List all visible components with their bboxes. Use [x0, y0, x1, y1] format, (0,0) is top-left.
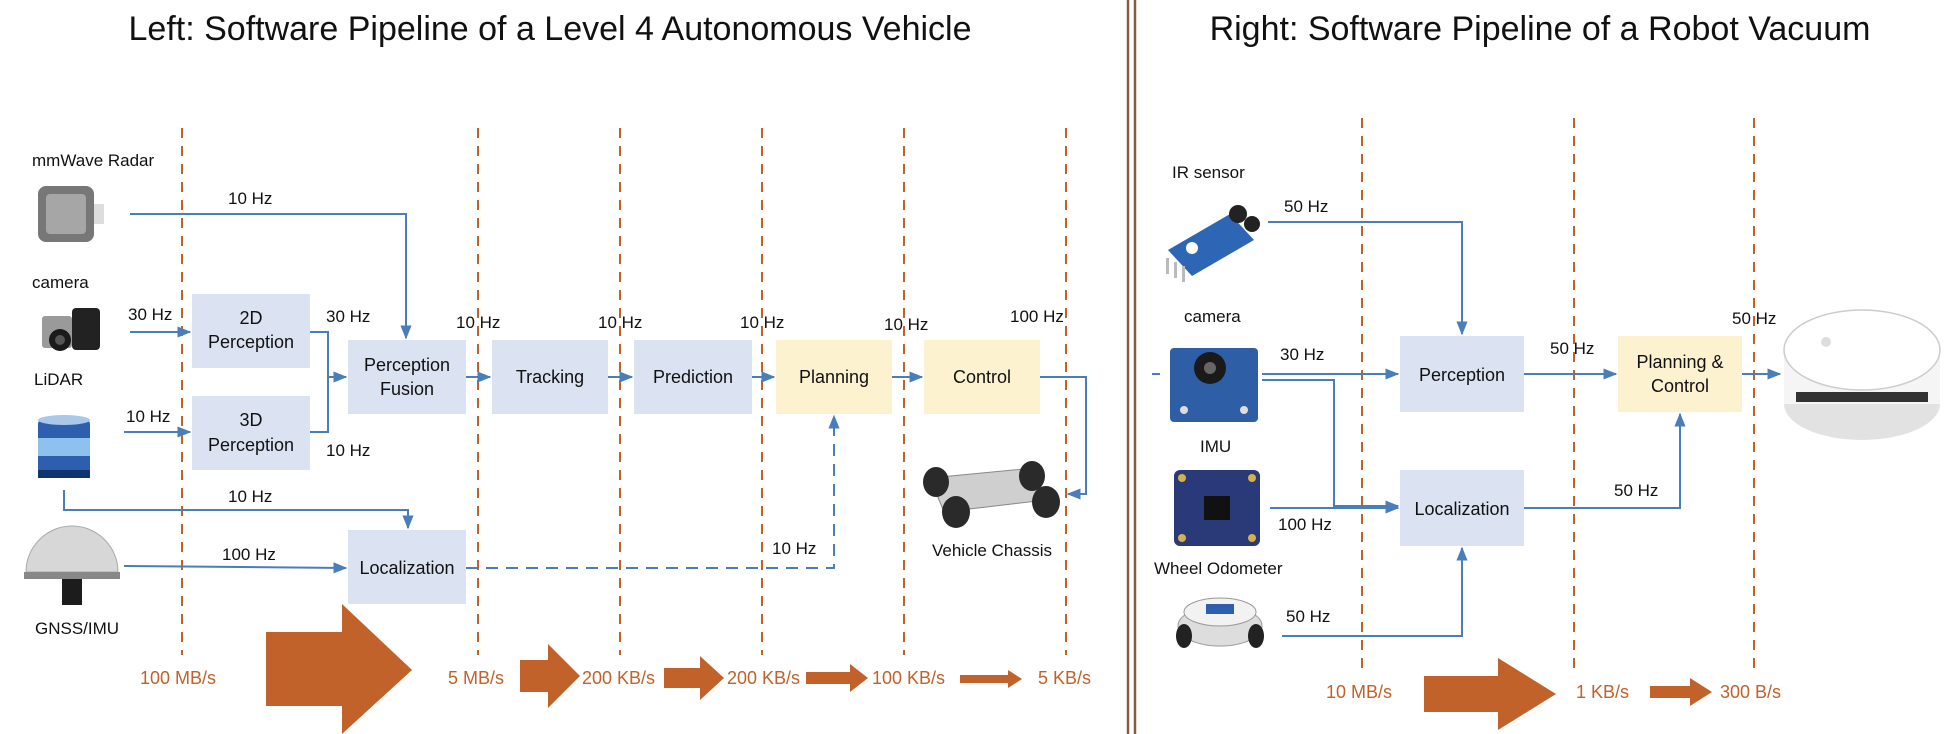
camera-icon: [42, 308, 100, 351]
flow-ir-perception: [1268, 221, 1468, 336]
perception-2d-line1: 2D: [239, 308, 262, 328]
prediction-label: Prediction: [653, 367, 733, 387]
flow-camera-localization: [1262, 379, 1400, 512]
freq-perception-out: 50 Hz: [1550, 339, 1594, 358]
right-stage-lines: [1361, 118, 1755, 670]
tracking-box: [492, 340, 608, 414]
tracking-label: Tracking: [516, 367, 584, 387]
planning-label: Planning: [799, 367, 869, 387]
gnss-label: GNSS/IMU: [35, 619, 119, 638]
freq-imu: 100 Hz: [1278, 515, 1332, 534]
rate-label: 100 KB/s: [872, 668, 945, 688]
vacuum-planning-box: [1618, 336, 1742, 412]
robot-vacuum-icon: [1783, 309, 1941, 440]
flow-lidar-localization: [63, 490, 414, 530]
ir-sensor-label: IR sensor: [1172, 163, 1245, 182]
imu-label: IMU: [1200, 437, 1231, 456]
rate-label: 5 MB/s: [448, 668, 504, 688]
perception-3d-line2: Perception: [208, 435, 294, 455]
localization-box: [348, 530, 466, 604]
perception-3d-line1: 3D: [239, 410, 262, 430]
wheel-odometer-icon: [1176, 597, 1264, 648]
rate-label: 10 MB/s: [1326, 682, 1392, 702]
radar-icon: [38, 186, 104, 242]
rate-label: 1 KB/s: [1576, 682, 1629, 702]
perception-fusion-line1: Perception: [364, 355, 450, 375]
planning-box: [776, 340, 892, 414]
flow-3d-fusion: [310, 377, 329, 433]
perception-2d-line2: Perception: [208, 332, 294, 352]
freq-planning-out: 10 Hz: [884, 315, 928, 334]
freq-loc-plan: 10 Hz: [772, 539, 816, 558]
vacuum-perception-box: [1400, 336, 1524, 412]
flow-localization-planning: [466, 414, 840, 569]
vacuum-planning-line1: Planning &: [1636, 352, 1723, 372]
freq-2d-out: 30 Hz: [326, 307, 370, 326]
freq-fusion-out: 10 Hz: [456, 313, 500, 332]
rate-arrow: [520, 644, 580, 708]
perception-fusion-box: [348, 340, 466, 414]
freq-ir: 50 Hz: [1284, 197, 1328, 216]
rate-label: 5 KB/s: [1038, 668, 1091, 688]
left-title: Left: Software Pipeline of a Level 4 Aut…: [129, 10, 972, 48]
rate-label: 300 B/s: [1720, 682, 1781, 702]
ir-sensor-icon: [1166, 205, 1260, 282]
freq-localization-out: 50 Hz: [1614, 481, 1658, 500]
perception-2d-box: [192, 294, 310, 368]
perception-fusion-line2: Fusion: [380, 379, 434, 399]
rate-label: 200 KB/s: [582, 668, 655, 688]
flow-localization-planning-right: [1524, 412, 1686, 509]
rate-arrow: [960, 670, 1022, 688]
rate-label: 200 KB/s: [727, 668, 800, 688]
camera-label: camera: [32, 273, 89, 292]
gnss-icon: [24, 525, 120, 605]
freq-radar: 10 Hz: [228, 189, 272, 208]
freq-control-out: 100 Hz: [1010, 307, 1064, 326]
vehicle-chassis-label: Vehicle Chassis: [932, 541, 1052, 560]
vacuum-perception-label: Perception: [1419, 365, 1505, 385]
flow-gnss-localization: [123, 562, 348, 574]
vacuum-localization-label: Localization: [1414, 499, 1509, 519]
freq-tracking-out: 10 Hz: [598, 313, 642, 332]
prediction-box: [634, 340, 752, 414]
freq-gnss: 100 Hz: [222, 545, 276, 564]
rate-arrow: [664, 656, 724, 700]
right-camera-label: camera: [1184, 307, 1241, 326]
freq-planning-out-right: 50 Hz: [1732, 309, 1776, 328]
rate-label: 100 MB/s: [140, 668, 216, 688]
rate-arrow: [266, 604, 412, 734]
perception-3d-box: [192, 396, 310, 470]
flow-radar-fusion: [130, 213, 412, 340]
rate-arrow: [806, 664, 868, 692]
vacuum-planning-line2: Control: [1651, 376, 1709, 396]
control-label: Control: [953, 367, 1011, 387]
freq-3d-out: 10 Hz: [326, 441, 370, 460]
lidar-icon: [38, 415, 90, 478]
freq-lidar: 10 Hz: [126, 407, 170, 426]
vehicle-chassis-icon: [923, 461, 1060, 528]
freq-prediction-out: 10 Hz: [740, 313, 784, 332]
freq-camera: 30 Hz: [128, 305, 172, 324]
lidar-label: LiDAR: [34, 370, 83, 389]
odometer-label: Wheel Odometer: [1154, 559, 1283, 578]
vacuum-localization-box: [1400, 470, 1524, 546]
flow-odometer-localization: [1282, 546, 1468, 637]
freq-right-camera: 30 Hz: [1280, 345, 1324, 364]
freq-lidar-loc: 10 Hz: [228, 487, 272, 506]
flow-2d-fusion: [310, 331, 348, 383]
rate-arrow: [1424, 658, 1556, 730]
flow-control-chassis: [1040, 376, 1087, 500]
right-camera-icon: [1170, 348, 1258, 422]
localization-label: Localization: [359, 558, 454, 578]
rate-arrow: [1650, 678, 1712, 706]
control-box: [924, 340, 1040, 414]
freq-odometer: 50 Hz: [1286, 607, 1330, 626]
radar-label: mmWave Radar: [32, 151, 155, 170]
right-title: Right: Software Pipeline of a Robot Vacu…: [1210, 10, 1871, 48]
imu-icon: [1174, 470, 1260, 546]
